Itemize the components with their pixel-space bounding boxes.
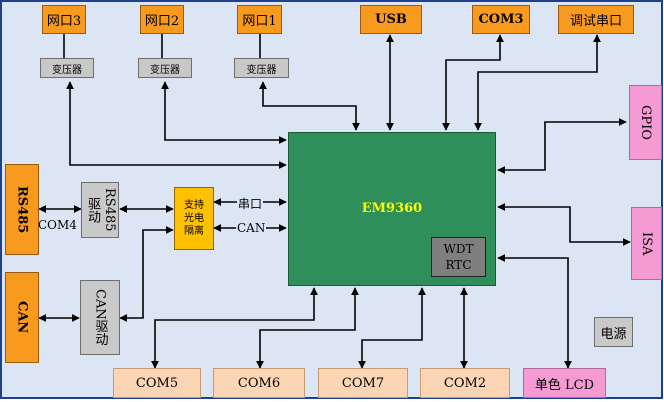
port-net1: 网口1: [237, 5, 282, 34]
optical-isolation: 支持光电隔离: [174, 187, 214, 250]
link-cpu-gpio: [497, 118, 627, 174]
port-isa: ISA: [631, 207, 662, 280]
port-rs485: RS485: [5, 164, 39, 255]
port-net3: 网口3: [42, 5, 86, 34]
serial-label: 串口: [237, 195, 264, 212]
link-cpu-lcd: [497, 254, 572, 369]
transformer-1: 变压器: [234, 58, 289, 78]
port-usb: USB: [360, 5, 422, 34]
port-com6: COM6: [213, 368, 305, 398]
rs485-driver: RS485驱动: [81, 182, 119, 238]
link-debug-cpu: [474, 34, 601, 131]
link-transformer1-cpu: [259, 81, 360, 131]
power-module: 电源: [594, 317, 633, 347]
port-net2: 网口2: [140, 5, 184, 34]
wdt-label: WDT: [443, 242, 474, 256]
com4-label: COM4: [38, 218, 77, 232]
link-candriver-isolation: [119, 226, 174, 322]
wdt-rtc-module: WDT RTC: [431, 237, 486, 277]
cpu-label: EM9360: [361, 201, 423, 216]
link-com6-cpu: [256, 287, 359, 369]
port-com2: COM2: [420, 368, 510, 398]
link-transformer3-cpu: [66, 81, 287, 169]
port-monochrome-lcd: 单色 LCD: [523, 368, 606, 398]
port-com3: COM3: [472, 5, 530, 34]
transformer-2: 变压器: [138, 58, 192, 78]
can-label: CAN: [236, 221, 267, 235]
rtc-label: RTC: [445, 258, 472, 272]
can-driver: CAN驱动: [80, 280, 120, 355]
link-cpu-isa: [497, 203, 631, 246]
transformer-3: 变压器: [40, 58, 94, 78]
port-gpio: GPIO: [629, 85, 662, 160]
port-can: CAN: [5, 272, 39, 363]
link-com7-cpu: [358, 287, 426, 369]
port-com5: COM5: [113, 368, 201, 398]
port-debug-serial: 调试串口: [558, 5, 634, 34]
link-transformer2-cpu: [161, 81, 287, 144]
port-com7: COM7: [318, 368, 408, 398]
